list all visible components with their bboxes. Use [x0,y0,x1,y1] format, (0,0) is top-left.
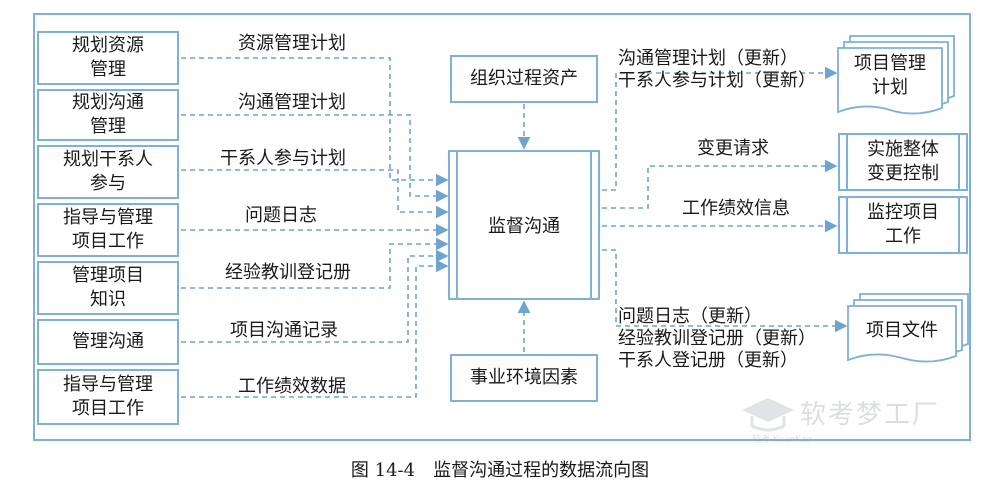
input-flow-label: 干系人参与计划 [220,148,346,169]
output-target-label: 实施整体 变更控制 [867,139,939,184]
main-process-label: 监督沟通 [488,216,560,237]
input-flow-label: 沟通管理计划 [238,92,346,113]
input-process-box: 规划资源 管理 [37,31,179,85]
output-process-box: 实施整体 变更控制 [838,133,968,191]
output-target-label: 监控项目 工作 [867,202,939,247]
input-process-box: 指导与管理 项目工作 [37,369,179,425]
input-process-box: 管理沟通 [37,319,179,365]
input-flow-label: 资源管理计划 [238,33,346,54]
input-flow-label: 经验教训登记册 [225,262,351,283]
watermark-logo: 软考梦工厂 软考 KuanKao [738,392,963,448]
document-stack-icon [847,293,969,363]
document-stack-icon [837,35,955,115]
input-flow-label: 问题日志 [245,205,317,226]
watermark-sub: 软考 KuanKao [752,435,813,445]
enterprise-env-factors-box: 事业环境因素 [450,354,598,402]
diagram-frame [33,13,971,441]
output-flow-label: 工作绩效信息 [682,198,790,219]
input-flow-label: 工作绩效数据 [238,376,346,397]
input-process-box: 规划干系人 参与 [37,145,179,199]
figure-caption: 图 14-4 监督沟通过程的数据流向图 [350,460,650,481]
output-target-label: 项目文件 [866,320,938,341]
output-flow-label: 问题日志（更新） 经验教训登记册（更新） 干系人登记册（更新） [618,306,816,371]
input-process-box: 管理项目 知识 [37,261,179,315]
input-process-box: 规划沟通 管理 [37,89,179,141]
input-process-box: 指导与管理 项目工作 [37,203,179,257]
output-flow-label: 沟通管理计划（更新） 干系人参与计划（更新） [618,48,816,91]
mortarboard-icon [742,398,794,432]
org-process-assets-box: 组织过程资产 [450,55,598,103]
monitor-communications-process: 监督沟通 [448,150,600,300]
watermark-name: 软考梦工厂 [800,400,941,430]
output-flow-label: 变更请求 [697,138,769,159]
output-target-label: 项目管理 计划 [854,53,926,98]
output-process-box: 监控项目 工作 [838,196,968,254]
input-flow-label: 项目沟通记录 [230,320,338,341]
